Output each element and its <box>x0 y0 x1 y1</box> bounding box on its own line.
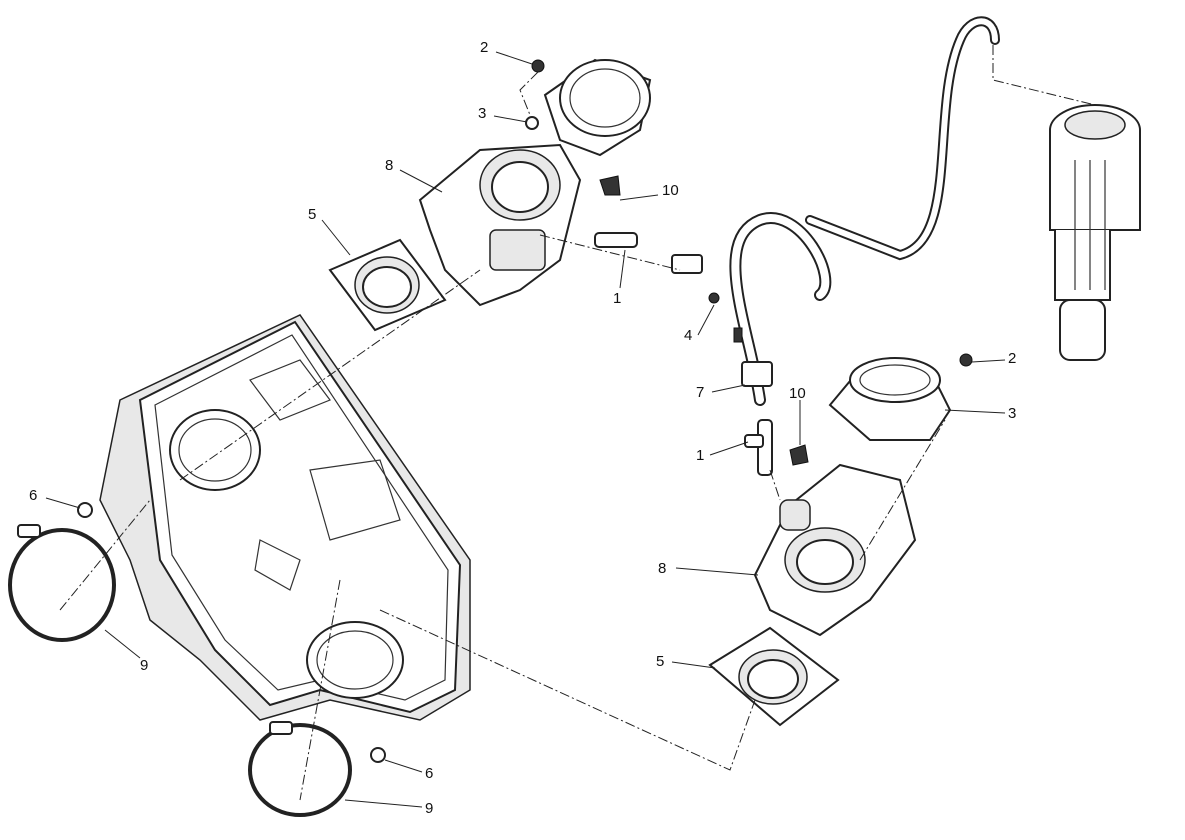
callout-9: 9 <box>140 657 149 674</box>
callout-8: 8 <box>385 157 394 174</box>
callout-8: 8 <box>658 560 667 577</box>
callout-5: 5 <box>308 206 317 223</box>
callout-1: 1 <box>613 290 622 307</box>
airbox <box>99 314 471 721</box>
injector-upper <box>594 175 638 248</box>
callout-4: 4 <box>684 327 693 344</box>
flange-upper <box>328 238 447 332</box>
callout-5: 5 <box>656 653 665 670</box>
callout-2: 2 <box>1008 350 1017 367</box>
intake-funnel-lower <box>828 353 973 441</box>
callout-2: 2 <box>480 39 489 56</box>
callout-7: 7 <box>696 384 705 401</box>
callout-3: 3 <box>1008 405 1017 422</box>
flange-lower <box>708 626 840 727</box>
intake-funnel-upper <box>525 58 652 157</box>
callout-6: 6 <box>29 487 38 504</box>
hose-clamps <box>8 502 386 817</box>
fuel-pump <box>1049 104 1141 361</box>
fuel-hose <box>671 16 1000 406</box>
callout-6: 6 <box>425 765 434 782</box>
callout-10: 10 <box>662 182 679 199</box>
callout-3: 3 <box>478 105 487 122</box>
throttle-body-lower <box>753 463 917 637</box>
callout-1: 1 <box>696 447 705 464</box>
callout-leaders <box>45 51 1006 808</box>
throttle-body-upper <box>418 143 582 307</box>
injector-lower <box>744 419 809 476</box>
callout-10: 10 <box>789 385 806 402</box>
assembly-axes <box>59 45 1096 801</box>
callout-9: 9 <box>425 800 434 817</box>
